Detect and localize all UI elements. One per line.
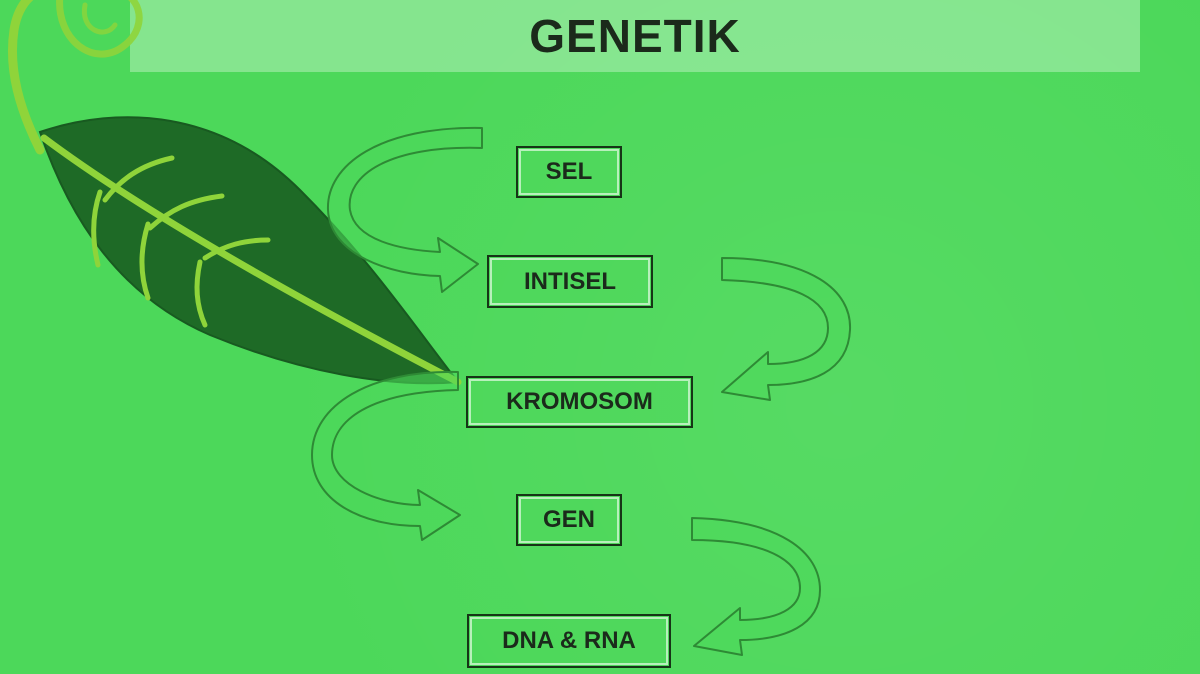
flow-node-sel: SEL <box>516 146 622 198</box>
tendril-icon <box>7 0 143 155</box>
flow-node-intisel: INTISEL <box>487 255 653 308</box>
flow-node-dna-rna: DNA & RNA <box>467 614 671 668</box>
title-band <box>130 0 1140 72</box>
curved-arrow-icon <box>311 126 852 656</box>
flow-node-kromosom: KROMOSOM <box>466 376 693 428</box>
flow-node-gen: GEN <box>516 494 622 546</box>
page-title: GENETIK <box>529 10 741 62</box>
